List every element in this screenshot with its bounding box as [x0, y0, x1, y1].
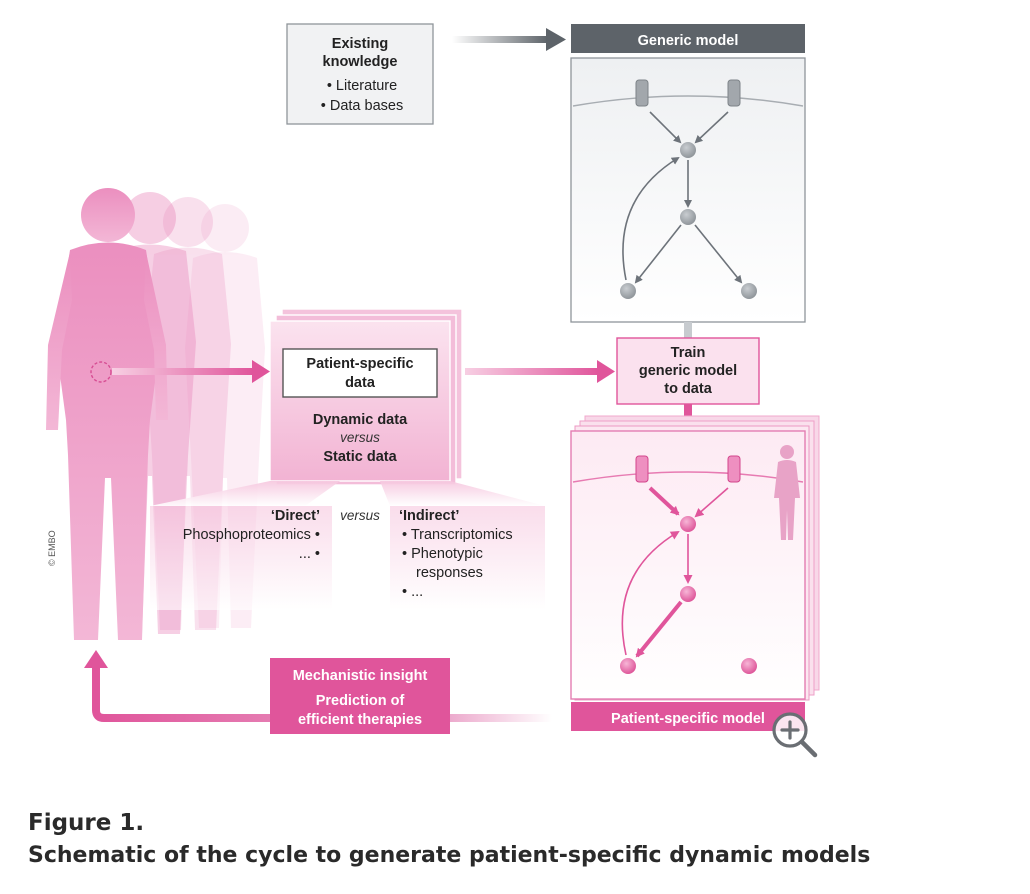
- static-data-label: Static data: [323, 449, 397, 465]
- patient-data-label-2: data: [345, 375, 376, 391]
- zoom-in-icon[interactable]: [768, 708, 820, 760]
- figure-label: Figure 1.: [28, 810, 145, 836]
- train-line-1: Train: [671, 345, 706, 361]
- generic-model-header: Generic model: [638, 33, 739, 49]
- indirect-item-transcriptomics: • Transcriptomics: [402, 527, 513, 543]
- train-line-3: to data: [664, 381, 712, 397]
- patient-node-c: [620, 658, 636, 674]
- arrow-data-to-train: [465, 360, 615, 383]
- data-versus-label: versus: [340, 430, 380, 445]
- indirect-item-more: • ...: [402, 584, 423, 600]
- data-fan: [150, 481, 545, 610]
- dynamic-data-label: Dynamic data: [313, 412, 408, 428]
- train-line-2: generic model: [639, 363, 737, 379]
- patient-node-d: [741, 658, 757, 674]
- receptor-right-icon: [727, 79, 741, 107]
- tumor-marker: [90, 361, 112, 383]
- patient-receptor-left-icon: [635, 455, 649, 483]
- direct-versus-indirect: versus: [340, 508, 380, 523]
- arrow-knowledge-to-model: [452, 28, 566, 51]
- patient-model-panel: Patient-specific model: [570, 415, 820, 731]
- direct-item-phosphoproteomics: Phosphoproteomics •: [183, 527, 320, 543]
- node-d: [741, 283, 757, 299]
- copyright-label: © EMBO: [47, 530, 57, 566]
- person-icon: [774, 445, 800, 540]
- node-a: [680, 142, 696, 158]
- generic-model-panel: Generic model: [570, 24, 806, 323]
- insight-box: Mechanistic insight Prediction of effici…: [270, 658, 450, 734]
- direct-item-more: ... •: [299, 546, 320, 562]
- knowledge-item-databases: • Data bases: [321, 98, 403, 114]
- knowledge-item-literature: • Literature: [327, 78, 397, 94]
- train-model-box: Train generic model to data: [616, 337, 760, 405]
- insight-line-2: Prediction of: [316, 693, 405, 709]
- patient-model-header: Patient-specific model: [611, 711, 765, 727]
- connector-model-train: [684, 322, 692, 338]
- patient-data-stack: Patient-specific data Dynamic data versu…: [269, 308, 463, 486]
- arrow-patient-to-data: [112, 360, 270, 383]
- patient-node-a: [680, 516, 696, 532]
- figure-caption: Schematic of the cycle to generate patie…: [28, 843, 871, 868]
- knowledge-title-1: Existing: [332, 36, 388, 52]
- patient-data-label-1: Patient-specific: [306, 356, 413, 372]
- patient-node-b: [680, 586, 696, 602]
- indirect-label: ‘Indirect’: [399, 508, 459, 524]
- knowledge-title-2: knowledge: [323, 54, 398, 70]
- feedback-arrow: [84, 650, 552, 722]
- indirect-item-phenotypic: • Phenotypic: [402, 546, 483, 562]
- node-b: [680, 209, 696, 225]
- direct-label: ‘Direct’: [271, 508, 320, 524]
- patient-receptor-right-icon: [727, 455, 741, 483]
- node-c: [620, 283, 636, 299]
- data-types: ‘Direct’ versus ‘Indirect’ Phosphoproteo…: [183, 508, 513, 600]
- patient-silhouette-front: [46, 188, 168, 640]
- existing-knowledge-box: Existing knowledge • Literature • Data b…: [286, 23, 434, 125]
- receptor-left-icon: [635, 79, 649, 107]
- insight-line-3: efficient therapies: [298, 712, 422, 728]
- indirect-item-responses: responses: [416, 565, 483, 581]
- insight-line-1: Mechanistic insight: [293, 668, 428, 684]
